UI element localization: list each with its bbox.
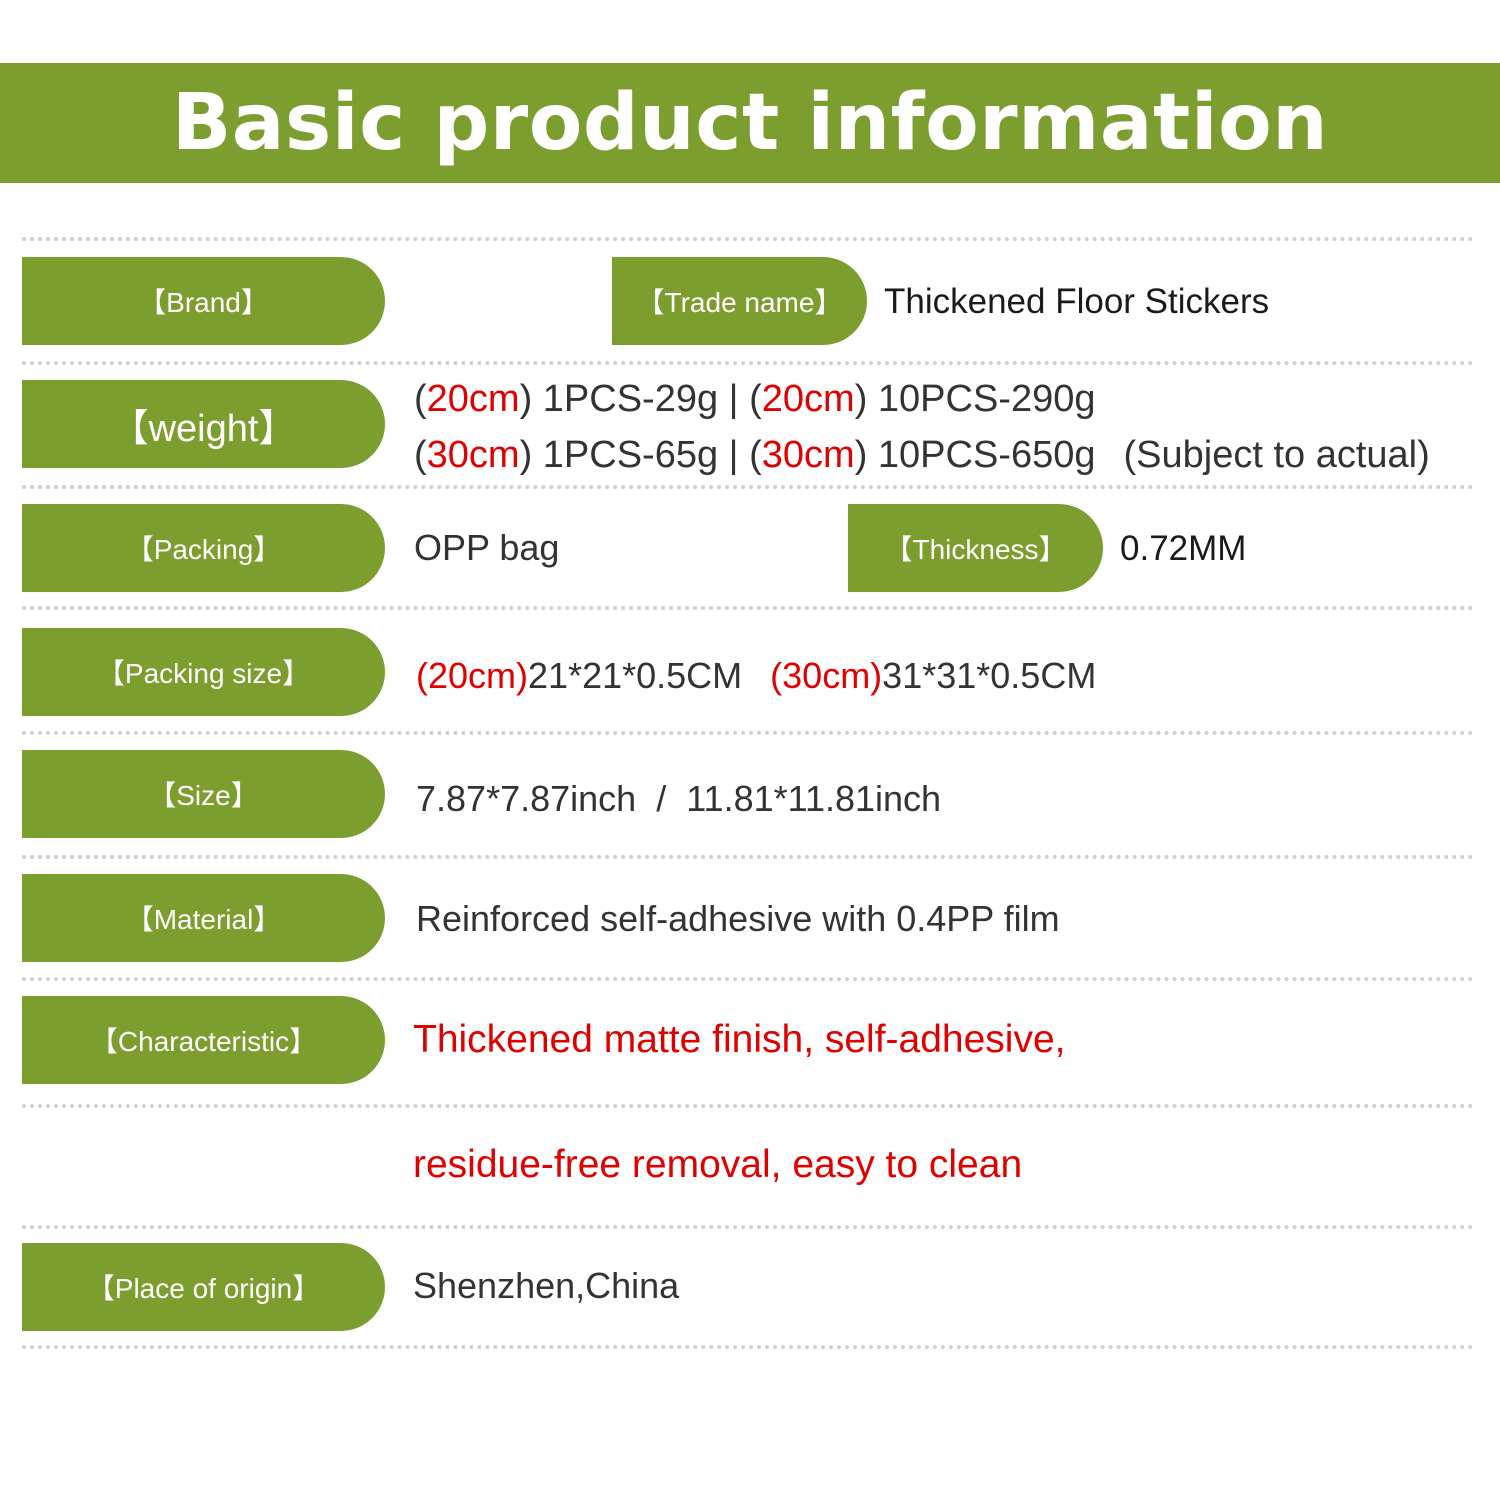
divider xyxy=(22,1225,1474,1229)
material-label: 【Material】 xyxy=(22,874,385,962)
size-tag: 20cm xyxy=(761,378,855,420)
divider xyxy=(22,606,1474,610)
divider xyxy=(22,1104,1474,1108)
packing-size-text: 21*21*0.5CM xyxy=(528,655,743,696)
weight-text: 10PCS-290g xyxy=(867,378,1096,420)
divider xyxy=(22,977,1474,981)
size-tag: (30cm) xyxy=(770,655,883,696)
divider xyxy=(22,485,1474,489)
thickness-label: 【Thickness】 xyxy=(848,504,1103,592)
page-title: Basic product information xyxy=(171,78,1329,168)
weight-label: 【weight】 xyxy=(22,380,385,468)
weight-line-1: (20cm) 1PCS-29g | (20cm) 10PCS-290g xyxy=(414,378,1096,420)
packing-label: 【Packing】 xyxy=(22,504,385,592)
weight-text: 1PCS-29g | xyxy=(532,378,750,420)
thickness-value: 0.72MM xyxy=(1120,529,1247,568)
divider xyxy=(22,855,1474,859)
weight-line-2: (30cm) 1PCS-65g | (30cm) 10PCS-650g(Subj… xyxy=(414,434,1430,476)
divider xyxy=(22,1345,1474,1349)
size-value: 7.87*7.87inch / 11.81*11.81inch xyxy=(416,778,942,819)
trade-name-value: Thickened Floor Stickers xyxy=(884,282,1270,321)
weight-note: (Subject to actual) xyxy=(1123,434,1430,476)
trade-name-label: 【Trade name】 xyxy=(612,257,867,345)
divider xyxy=(22,237,1474,241)
weight-text: 10PCS-650g xyxy=(867,434,1096,476)
size-tag: (20cm) xyxy=(416,655,529,696)
characteristic-line-1: Thickened matte finish, self-adhesive, xyxy=(413,1018,1066,1061)
packing-size-value: (20cm)21*21*0.5CM (30cm)31*31*0.5CM xyxy=(416,658,1096,694)
packing-size-label: 【Packing size】 xyxy=(22,628,385,716)
origin-label: 【Place of origin】 xyxy=(22,1243,385,1331)
origin-value: Shenzhen,China xyxy=(413,1265,680,1306)
weight-text: 1PCS-65g | xyxy=(532,434,750,476)
title-banner: Basic product information xyxy=(0,63,1500,183)
divider xyxy=(22,361,1474,365)
packing-value: OPP bag xyxy=(414,527,560,568)
brand-label: 【Brand】 xyxy=(22,257,385,345)
size-label: 【Size】 xyxy=(22,750,385,838)
size-tag: 30cm xyxy=(426,434,520,476)
size-tag: 20cm xyxy=(426,378,520,420)
material-value: Reinforced self-adhesive with 0.4PP film xyxy=(416,898,1060,939)
packing-size-text: 31*31*0.5CM xyxy=(882,655,1097,696)
characteristic-label: 【Characteristic】 xyxy=(22,996,385,1084)
divider xyxy=(22,731,1474,735)
size-tag: 30cm xyxy=(761,434,855,476)
characteristic-line-2: residue-free removal, easy to clean xyxy=(413,1143,1023,1186)
